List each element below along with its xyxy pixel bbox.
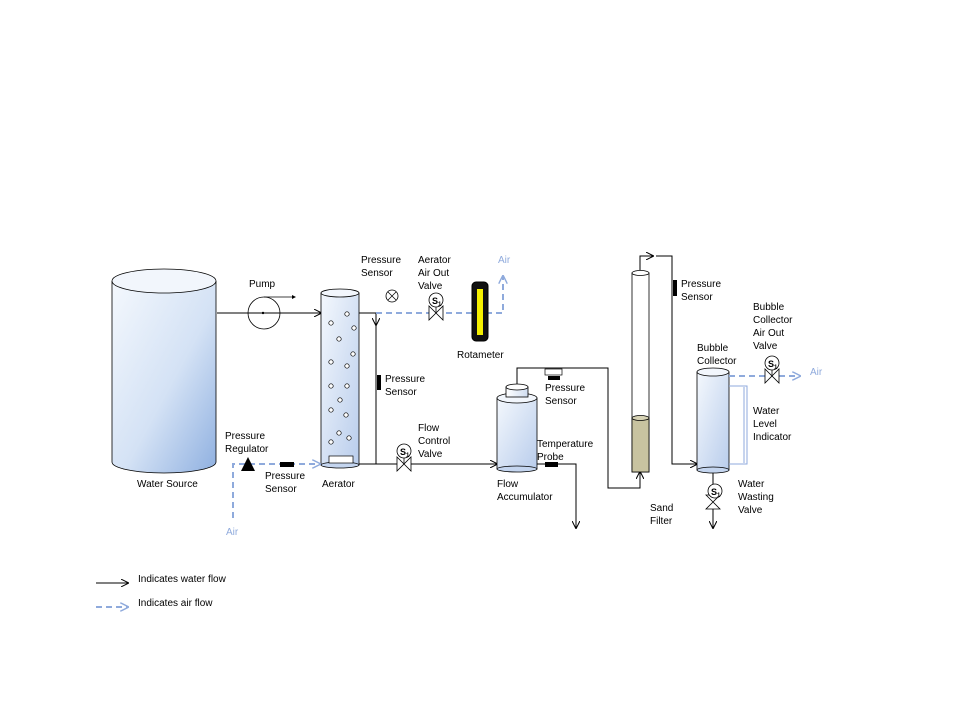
rotameter: Rotameter: [457, 281, 504, 361]
legend-air-flow-label: Indicates air flow: [138, 598, 213, 609]
pressure-regulator: Pressure Regulator: [225, 431, 269, 471]
pump: Pump: [247, 279, 296, 330]
aerator-air-out-line: [376, 276, 503, 314]
pressure-sensor-sand-label-1: Pressure: [681, 279, 721, 290]
pressure-sensor-icon: [673, 280, 677, 296]
pressure-sensor-mid-label-1: Pressure: [385, 374, 425, 385]
water-source-label: Water Source: [137, 479, 198, 490]
bubble-collector-air-out-valve-label-1: Bubble: [753, 302, 785, 313]
water-level-indicator-tube: [729, 385, 748, 465]
bubble-collector-air-out-valve: Bubble Collector Air Out Valve S 1: [753, 302, 793, 384]
water-wasting-valve-label-2: Wasting: [738, 492, 774, 503]
temperature-probe-icon: [545, 462, 558, 467]
pump-icon: [247, 295, 296, 330]
solenoid-valve-icon: S 1: [428, 292, 444, 321]
accumulator-outlet-pressure-sensor: Pressure Sensor: [544, 368, 585, 407]
water-level-indicator-label-2: Level: [753, 419, 777, 430]
sand-filter-outlet-pressure-sensor: Pressure Sensor: [673, 279, 721, 303]
pressure-sensor-air-label-1: Pressure: [265, 471, 305, 482]
aerator-label: Aerator: [322, 479, 355, 490]
bubble-collector: Bubble Collector: [696, 343, 737, 474]
water-pipe-sand-filter-to-bubble-collector: [639, 256, 653, 270]
pressure-gauge-icon: [385, 289, 399, 303]
pressure-sensor-icon: [548, 376, 560, 380]
flow-accumulator-label-1: Flow: [497, 479, 519, 490]
air-line-pressure-sensor: Pressure Sensor: [265, 462, 305, 495]
pressure-sensor-top-label-1: Pressure: [361, 255, 401, 266]
valve-symbol-subscript: 1: [438, 302, 442, 308]
water-wasting-valve-label-3: Valve: [738, 505, 763, 516]
pressure-sensor-icon: [280, 462, 294, 467]
valve-symbol-subscript: 1: [406, 453, 410, 459]
water-pipe-accumulator-to-sand-filter: [516, 367, 640, 489]
valve-symbol-s: S: [711, 487, 717, 497]
sand-filter: Sand Filter: [631, 270, 673, 527]
rotameter-label: Rotameter: [457, 350, 504, 361]
solenoid-valve-icon: S 1: [396, 443, 412, 472]
temperature-probe-label-2: Probe: [537, 452, 564, 463]
pressure-sensor-air-label-2: Sensor: [265, 484, 297, 495]
pressure-sensor-accum-label-1: Pressure: [545, 383, 585, 394]
bubble-collector-air-out-valve-label-4: Valve: [753, 341, 778, 352]
legend-water-flow-label: Indicates water flow: [138, 574, 227, 585]
flow-control-valve-label-3: Valve: [418, 449, 443, 460]
pressure-regulator-label-1: Pressure: [225, 431, 265, 442]
bubble-collector-label-1: Bubble: [697, 343, 729, 354]
valve-symbol-s: S: [768, 359, 774, 369]
temperature-probe: Temperature Probe: [537, 439, 594, 467]
water-wasting-valve: S 1 Water Wasting Valve: [705, 479, 774, 516]
pressure-regulator-label-2: Regulator: [225, 444, 269, 455]
sand-filter-label-1: Sand: [650, 503, 673, 514]
water-pipe-down-to-bubble-collector: [656, 255, 697, 464]
flow-control-valve-label-1: Flow: [418, 423, 440, 434]
valve-symbol-s: S: [400, 447, 406, 457]
bubble-collector-label-2: Collector: [697, 356, 737, 367]
valve-symbol-subscript: 1: [774, 365, 778, 371]
pressure-sensor-top-label-2: Sensor: [361, 268, 393, 279]
valve-symbol-s: S: [432, 296, 438, 306]
rotameter-indicator: [477, 289, 483, 335]
aerator-column: Aerator: [320, 288, 360, 490]
water-level-indicator-label-3: Indicator: [753, 432, 792, 443]
pressure-regulator-icon: [241, 457, 255, 471]
temperature-probe-label-1: Temperature: [537, 439, 594, 450]
flow-accumulator-label-2: Accumulator: [497, 492, 553, 503]
flow-accumulator: Flow Accumulator: [496, 383, 553, 503]
legend: Indicates water flow Indicates air flow: [96, 574, 227, 609]
solenoid-valve-icon: S 1: [705, 483, 723, 510]
water-level-indicator-label-1: Water: [753, 406, 780, 417]
solenoid-valve-icon: S 1: [764, 355, 780, 384]
water-level-indicator-label: Water Level Indicator: [753, 406, 792, 443]
valve-symbol-subscript: 1: [717, 493, 721, 499]
pump-label: Pump: [249, 279, 276, 290]
air-label-supply: Air: [226, 527, 239, 538]
aerator-top-pressure-sensor: Pressure Sensor: [361, 255, 401, 303]
sand-bed: [631, 417, 650, 473]
aerator-diffuser: [328, 455, 354, 464]
pressure-sensor-icon: [377, 375, 381, 390]
pressure-sensor-sand-label-2: Sensor: [681, 292, 713, 303]
aerator-air-out-valve-label-2: Air Out: [418, 268, 449, 279]
bubble-collector-air-out-valve-label-2: Collector: [753, 315, 793, 326]
flow-control-valve-label-2: Control: [418, 436, 450, 447]
aerator-air-out-valve-label-1: Aerator: [418, 255, 451, 266]
sand-filter-label-2: Filter: [650, 516, 673, 527]
aerator-down-pipe-pressure-sensor: Pressure Sensor: [377, 374, 425, 398]
air-label-aerator-out: Air: [498, 255, 511, 266]
air-label-bubble-collector-out: Air: [810, 367, 823, 378]
pressure-sensor-mid-label-2: Sensor: [385, 387, 417, 398]
water-wasting-valve-label-1: Water: [738, 479, 765, 490]
water-source-tank: Water Source: [111, 268, 217, 490]
aerator-bubbles: [328, 311, 357, 445]
flow-control-valve: Flow Control Valve S 1: [396, 423, 450, 472]
aerator-air-out-valve-label-3: Valve: [418, 281, 443, 292]
pressure-sensor-accum-label-2: Sensor: [545, 396, 577, 407]
bubble-collector-air-out-valve-label-3: Air Out: [753, 328, 784, 339]
aerator-air-out-valve: Aerator Air Out Valve S 1: [418, 255, 451, 321]
